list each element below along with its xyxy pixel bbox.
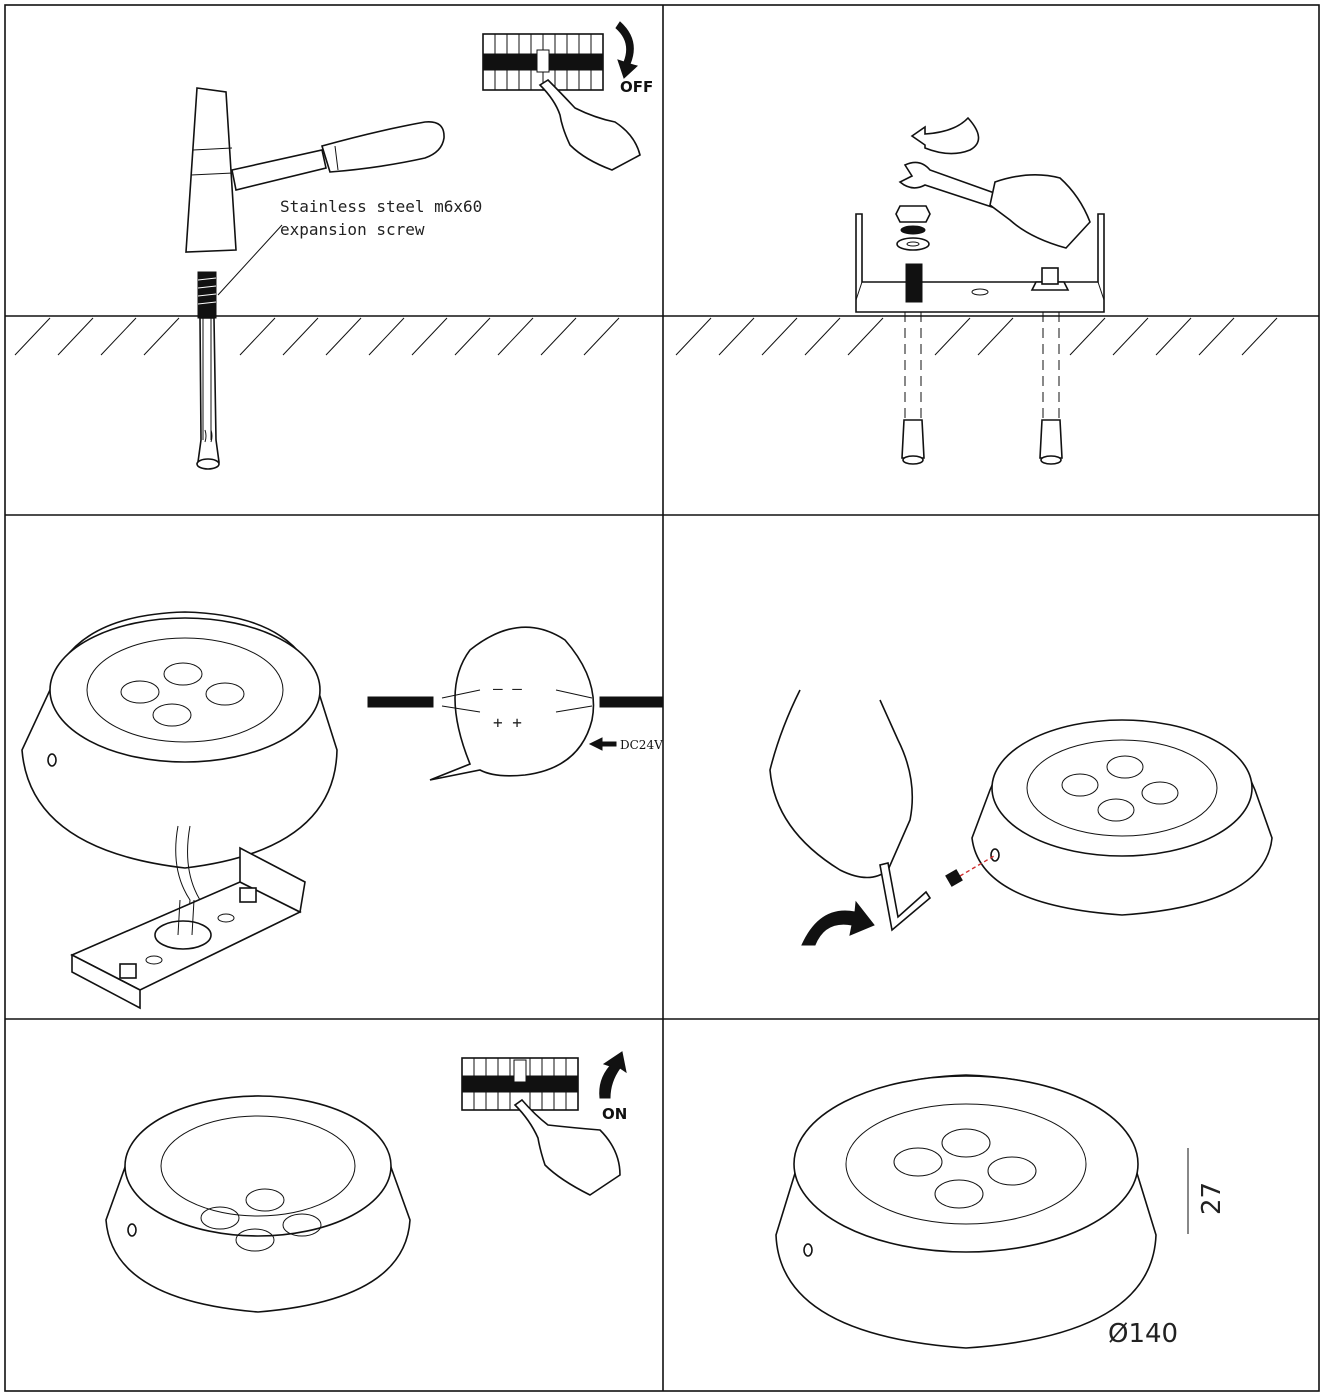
set-screw-icon bbox=[945, 869, 963, 887]
anchor-bolt-left bbox=[901, 263, 925, 465]
panel-step4-hexkey bbox=[769, 689, 1273, 946]
wire-minus-signs: – – bbox=[493, 679, 522, 698]
rotate-arrow-icon bbox=[910, 116, 980, 155]
light-fixture-6 bbox=[775, 1074, 1157, 1349]
expansion-screw-icon bbox=[196, 271, 220, 470]
panel-grid bbox=[4, 4, 1320, 1392]
callout-leader bbox=[217, 224, 283, 296]
wrench-icon bbox=[898, 161, 1091, 249]
nut-washer-stack bbox=[895, 205, 931, 251]
switch-off-label: OFF bbox=[620, 78, 653, 96]
wiring-detail-bubble bbox=[367, 626, 664, 781]
diameter-dimension: Ø140 bbox=[1108, 1319, 1178, 1349]
breaker-switch-on bbox=[461, 1057, 621, 1196]
wire-plus-signs: + + bbox=[493, 713, 522, 732]
panel-step3-wiring: – – + + DC24V bbox=[21, 611, 664, 1010]
power-label: DC24V bbox=[620, 738, 663, 752]
rotate-arrow-icon-2 bbox=[801, 900, 875, 946]
ground-hatch bbox=[5, 315, 663, 356]
hammer-icon bbox=[185, 87, 445, 253]
rotate-up-arrow-icon bbox=[599, 1051, 627, 1099]
ground-hatch-2 bbox=[663, 315, 1319, 356]
panel-step6-dimensions: 27 Ø140 bbox=[775, 1074, 1227, 1349]
anchor-bolt-right bbox=[1030, 267, 1070, 465]
callout-text-line2: expansion screw bbox=[280, 220, 425, 239]
panel-step2-bracket bbox=[663, 116, 1319, 465]
light-fixture-5 bbox=[105, 1095, 411, 1313]
breaker-switch-off bbox=[482, 33, 641, 171]
bracket-base-3d bbox=[70, 846, 306, 1010]
power-arrow-icon bbox=[588, 737, 617, 751]
hand-with-hexkey bbox=[769, 689, 932, 932]
light-fixture-wiring bbox=[21, 611, 338, 961]
panel-step1-anchor: Stainless steel m6x60 expansion screw OF… bbox=[5, 21, 663, 470]
panel-step5-power-on: ON bbox=[105, 1051, 627, 1313]
height-dimension: 27 bbox=[1197, 1182, 1227, 1215]
callout-text-line1: Stainless steel m6x60 bbox=[280, 197, 482, 216]
switch-on-label: ON bbox=[602, 1105, 627, 1123]
rotate-down-arrow-icon bbox=[615, 21, 638, 79]
light-fixture-4 bbox=[971, 719, 1273, 916]
